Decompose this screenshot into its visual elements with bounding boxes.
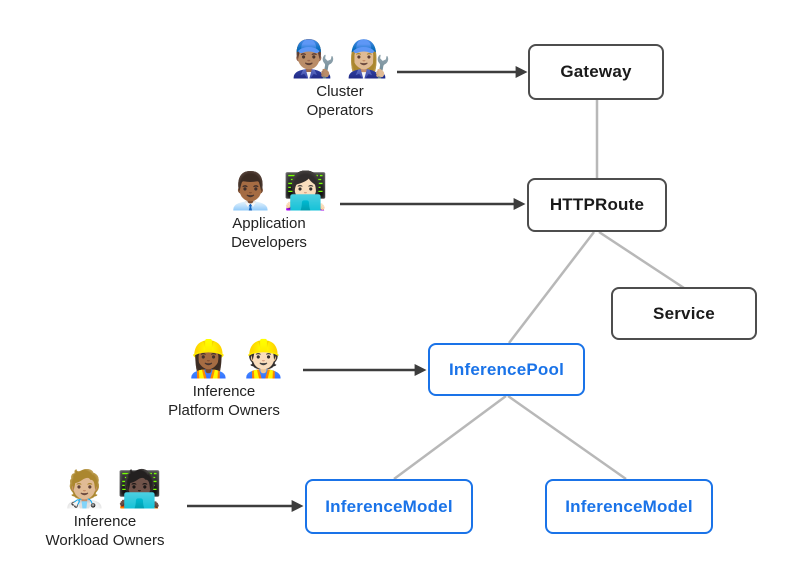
node-httproute: HTTPRoute xyxy=(527,178,667,232)
node-service-label: Service xyxy=(653,303,715,323)
node-inferencepool: InferencePool xyxy=(428,343,585,396)
node-inferencemodel-right: InferenceModel xyxy=(545,479,713,534)
node-inferencemodel-right-label: InferenceModel xyxy=(565,496,693,516)
inference-platform-owners-label-line2: Platform Owners xyxy=(168,402,280,419)
node-service: Service xyxy=(611,287,757,340)
application-developers-label-line1: Application xyxy=(232,215,306,232)
edge-httproute-service xyxy=(598,230,685,290)
inference-platform-owners-emoji: 👷🏾‍♀️ 👷🏻 xyxy=(186,338,286,379)
persona-application-developers: 👨🏾‍💼 👩🏻‍💻 Application Developers xyxy=(189,168,349,252)
application-developers-emoji: 👨🏾‍💼 👩🏻‍💻 xyxy=(228,170,328,211)
inference-workload-owners-emoji: 🧑🏼‍⚕️ 🧑🏿‍💻 xyxy=(62,468,162,509)
persona-inference-platform-owners: 👷🏾‍♀️ 👷🏻 Inference Platform Owners xyxy=(134,336,314,420)
cluster-operators-label-line1: Cluster xyxy=(316,83,364,100)
edge-inferencepool-inferencemodel-left xyxy=(393,394,507,481)
node-gateway-label: Gateway xyxy=(560,62,632,81)
inference-workload-owners-label-line2: Workload Owners xyxy=(45,532,165,549)
node-inferencemodel-left: InferenceModel xyxy=(305,479,473,534)
application-developers-label-line2: Developers xyxy=(231,234,307,251)
cluster-operators-emoji: 👨🏽‍🔧 👩🏼‍🔧 xyxy=(291,38,391,79)
edge-inferencepool-inferencemodel-right xyxy=(507,394,627,481)
persona-cluster-operators: 👨🏽‍🔧 👩🏼‍🔧 Cluster Operators xyxy=(260,36,420,120)
persona-inference-workload-owners: 🧑🏼‍⚕️ 🧑🏿‍💻 Inference Workload Owners xyxy=(15,466,195,550)
edge-httproute-inferencepool xyxy=(508,231,595,344)
node-inferencepool-label: InferencePool xyxy=(448,359,565,379)
node-httproute-label: HTTPRoute xyxy=(549,195,645,214)
inference-workload-owners-label-line1: Inference xyxy=(73,513,137,530)
node-inferencemodel-left-label: InferenceModel xyxy=(325,496,453,516)
cluster-operators-label-line2: Operators xyxy=(306,102,374,119)
inference-platform-owners-label-line1: Inference xyxy=(192,383,256,400)
node-gateway: Gateway xyxy=(528,44,664,100)
